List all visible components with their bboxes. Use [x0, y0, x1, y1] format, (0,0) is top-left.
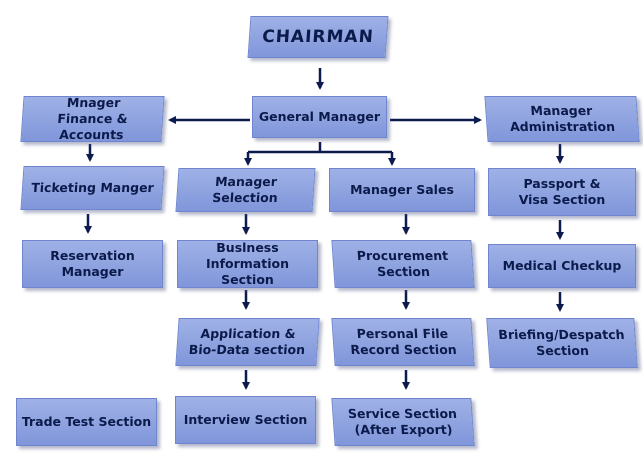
- selection-manager-box: Manager Selection: [175, 168, 316, 212]
- interview-section-box: Interview Section: [175, 396, 316, 444]
- reservation-manager-box: Reservation Manager: [22, 240, 163, 288]
- briefing-despatch-section-box: Briefing/Despatch Section: [486, 318, 638, 368]
- sales-manager-box: Manager Sales: [329, 168, 475, 212]
- ticketing-manager-box: Ticketing Manger: [20, 166, 165, 210]
- passport-visa-section-box: Passport & Visa Section: [488, 168, 636, 216]
- business-information-section-box: Buslness Information Section: [177, 240, 318, 288]
- administration-manager-box: Manager Administration: [484, 96, 640, 142]
- service-section-box: Service Section (After Export): [331, 398, 475, 446]
- personal-file-record-section-box: Personal File Record Section: [331, 318, 475, 366]
- trade-test-section-box: Trade Test Section: [16, 398, 157, 446]
- general-manager-box: General Manager: [252, 96, 387, 138]
- application-biodata-section-box: Application & Bio-Data section: [175, 318, 320, 366]
- finance-manager-box: Mnager Finance & Accounts: [20, 95, 165, 142]
- chairman-box: CHAIRMAN: [247, 16, 389, 58]
- medical-checkup-box: Medical Checkup: [488, 244, 636, 288]
- procurement-section-box: Procurement Section: [331, 240, 475, 288]
